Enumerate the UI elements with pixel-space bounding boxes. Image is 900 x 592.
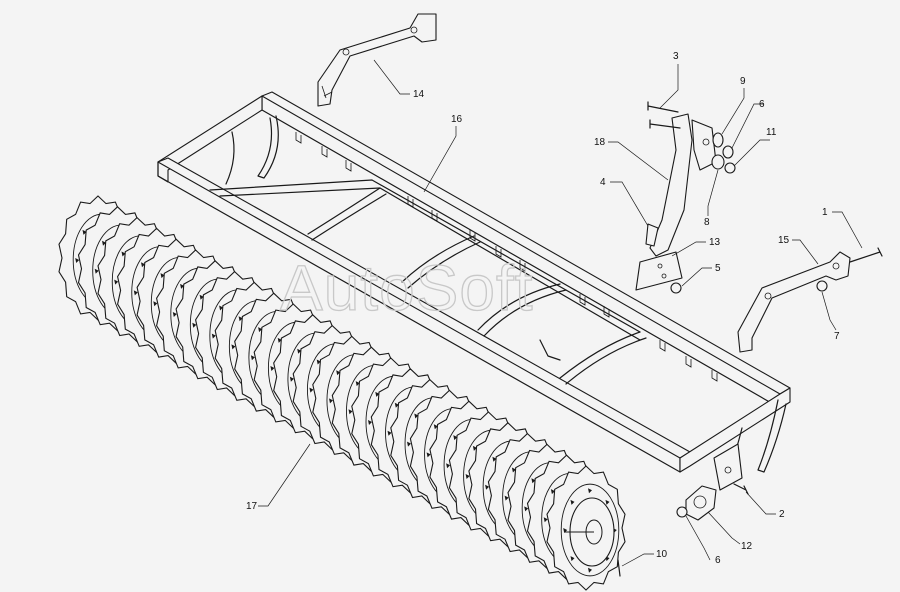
callout-15: 15: [778, 235, 790, 246]
callout-1: 1: [822, 207, 828, 218]
callout-5: 5: [715, 263, 721, 274]
bracket-15: [737, 251, 851, 353]
callout-10: 10: [656, 549, 668, 560]
callout-6-upper: 6: [759, 99, 765, 110]
callout-12: 12: [741, 541, 753, 552]
callout-2: 2: [779, 509, 785, 520]
callout-11: 11: [766, 127, 777, 138]
callout-3: 3: [673, 51, 679, 62]
bracket-14: [317, 13, 437, 107]
callout-14: 14: [413, 89, 425, 100]
arm-18-assembly: [539, 101, 883, 577]
callout-13: 13: [709, 237, 721, 248]
callout-6-lower: 6: [715, 555, 721, 566]
callouts: 1 2 3 4 5 6 6 7 8 9 10 11 12: [246, 51, 863, 567]
callout-16: 16: [451, 114, 463, 125]
callout-7: 7: [834, 331, 840, 342]
frame-assembly: [157, 91, 791, 491]
roller-assembly: [58, 195, 626, 591]
callout-4: 4: [600, 177, 606, 188]
callout-9: 9: [740, 76, 746, 87]
callout-18: 18: [594, 137, 606, 148]
watermark: AutoSoft: [280, 252, 534, 324]
callout-8: 8: [704, 217, 710, 228]
callout-17: 17: [246, 501, 258, 512]
roller-hub: [564, 497, 615, 567]
